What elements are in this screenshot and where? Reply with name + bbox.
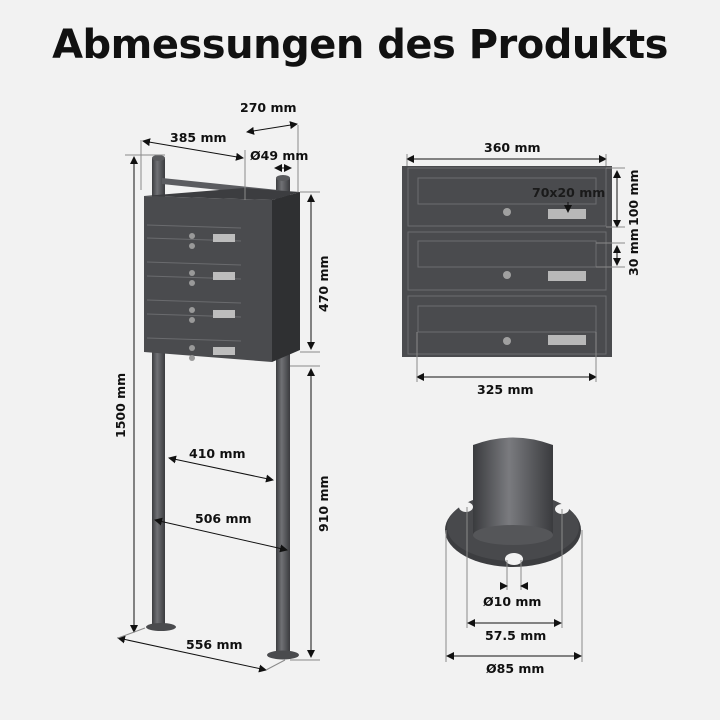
box-height-label: 470 mm [316,255,331,313]
base-width-label: 556 mm [186,637,243,652]
foot-post [473,445,553,535]
right-foot [267,650,299,660]
plate-diameter-label: Ø85 mm [486,661,545,676]
hole-spacing-label: 57.5 mm [485,628,547,643]
mailbox-front [402,166,612,357]
page-title: Abmessungen des Produkts [52,22,668,68]
compartment-height-label: 100 mm [626,169,641,227]
width-top-label: 385 mm [170,130,227,145]
left-foot [146,623,176,631]
inner-spacing-label: 410 mm [189,446,246,461]
depth-label: 270 mm [240,100,297,115]
nameplate [548,209,586,219]
hole-diameter-label: Ø10 mm [483,594,542,609]
slot-width-label: 325 mm [477,382,534,397]
nameplate-label: 70x20 mm [532,185,606,200]
post-height-label: 910 mm [316,475,331,533]
slot-height-label: 30 mm [626,228,641,276]
foot-view [445,437,583,662]
front-view [402,154,625,382]
mailbox-box [144,196,272,362]
outer-spacing-label: 506 mm [195,511,252,526]
stand-view [117,121,320,673]
total-height-label: 1500 mm [113,372,128,438]
front-width-label: 360 mm [484,140,541,155]
post-diameter-label: Ø49 mm [250,148,309,163]
